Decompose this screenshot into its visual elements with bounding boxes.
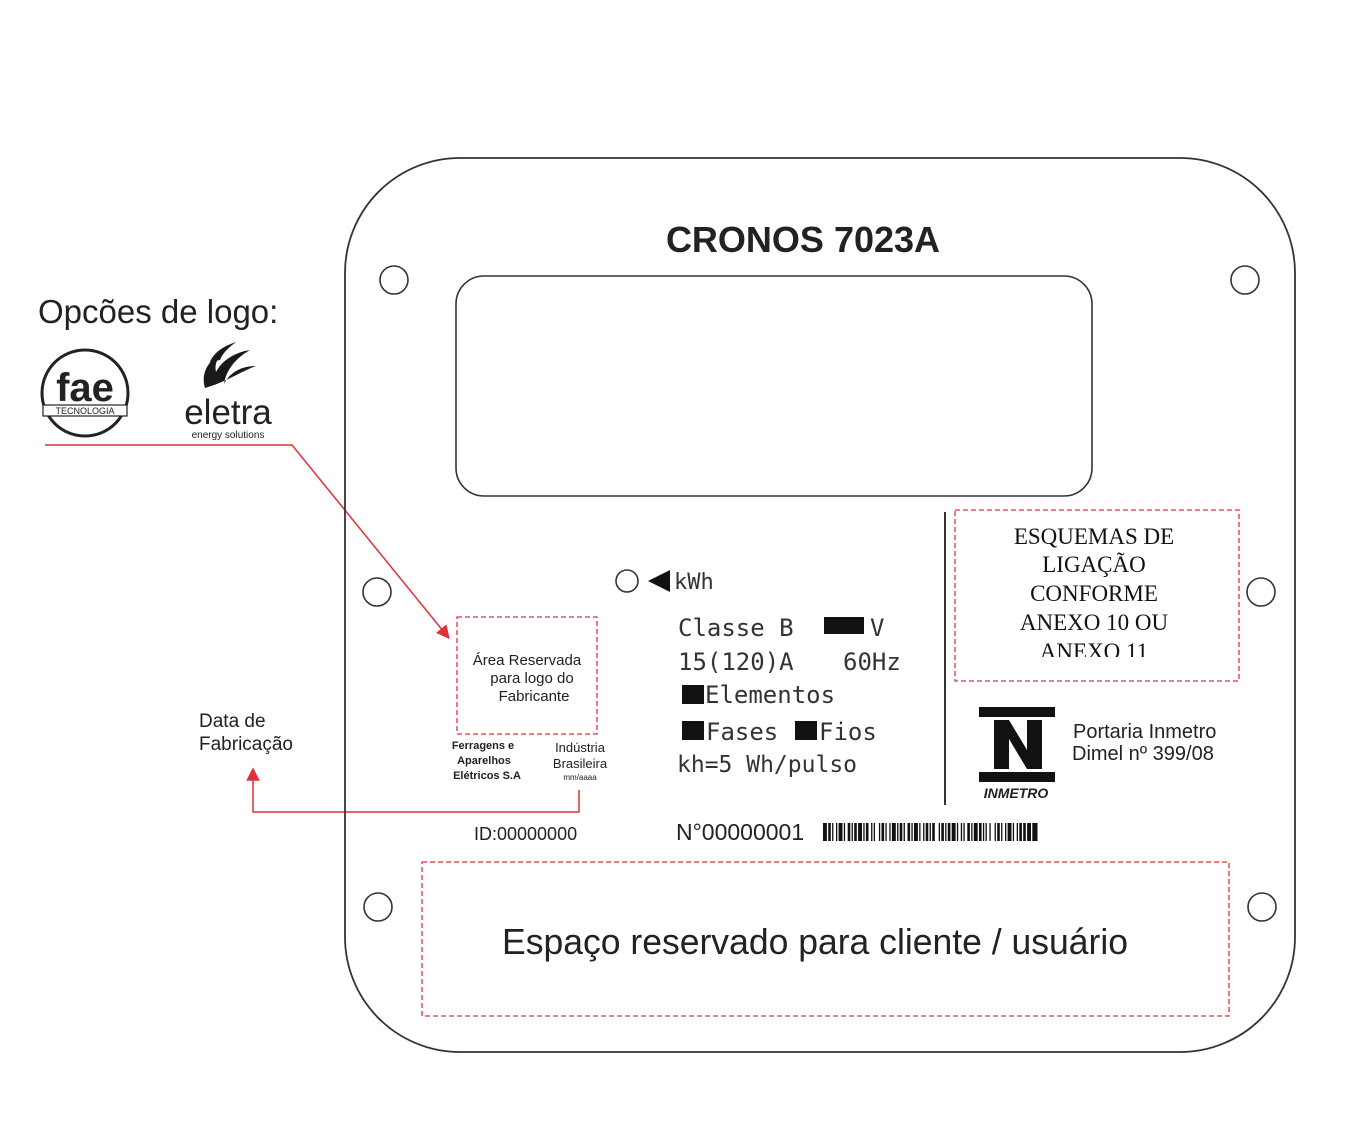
display-window xyxy=(455,275,1093,497)
fae-logo-text: fae xyxy=(56,366,114,410)
voltage-value-blank xyxy=(824,617,864,634)
meter-id-label: ID:00000000 xyxy=(474,824,577,844)
class-label: Classe B xyxy=(678,614,794,642)
current-rating: 15(120)A xyxy=(678,648,794,676)
inmetro-mark-text: INMETRO xyxy=(984,785,1049,801)
wires-count-blank xyxy=(795,721,817,740)
manufacture-date-label-line1: Data de xyxy=(199,711,266,732)
meter-body-outline xyxy=(344,157,1296,1053)
voltage-unit: V xyxy=(870,614,884,642)
meter-model-title: CRONOS 7023A xyxy=(666,219,940,260)
screw-hole-top-right xyxy=(1230,265,1260,295)
wires-label: Fios xyxy=(819,718,877,746)
screw-hole-bottom-right xyxy=(1247,892,1277,922)
manufacture-date-label-line2: Fabricação xyxy=(199,734,293,755)
schemes-line2: LIGAÇÃO xyxy=(1042,552,1146,577)
schemes-line3: CONFORME xyxy=(1030,581,1158,606)
pulse-led-icon xyxy=(615,569,639,593)
schemes-line4: ANEXO 10 OU xyxy=(1020,610,1169,635)
logo-area-line3: Fabricante xyxy=(499,688,570,705)
elements-label: Elementos xyxy=(705,681,835,709)
logo-area-line2: para logo do xyxy=(490,670,573,687)
pulse-arrow-icon xyxy=(648,570,670,592)
screw-hole-mid-right xyxy=(1246,577,1276,607)
company-line1: Ferragens e xyxy=(452,740,514,752)
company-line3: Elétricos S.A xyxy=(453,770,521,782)
eletra-logo: eletra energy solutions xyxy=(184,342,272,441)
inmetro-logo: INMETRO xyxy=(979,707,1055,801)
eletra-flame-icon xyxy=(203,350,256,388)
phases-count-blank xyxy=(682,721,704,740)
frequency: 60Hz xyxy=(843,648,901,676)
schemes-clip: ANEXO 11 xyxy=(1040,639,1148,664)
screw-hole-bottom-left xyxy=(363,892,393,922)
customer-reserved-area xyxy=(421,861,1230,1017)
eletra-logo-subtext: energy solutions xyxy=(192,430,265,441)
connection-schemes-box xyxy=(954,509,1240,682)
logo-area-line1: Área Reservada xyxy=(473,652,582,669)
company-line2: Aparelhos xyxy=(457,755,511,767)
origin-date-format: mm/aaaa xyxy=(563,773,597,782)
manufacture-date-arrow xyxy=(246,767,580,813)
portaria-line2: Dimel nº 399/08 xyxy=(1072,743,1214,765)
logo-annotation-arrow xyxy=(45,444,450,640)
schemes-line5: ANEXO 11 xyxy=(1040,639,1148,664)
origin-line2: Brasileira xyxy=(553,756,608,771)
schemes-line1: ESQUEMAS DE xyxy=(1014,524,1174,549)
barcode xyxy=(823,823,1038,841)
phases-label: Fases xyxy=(706,718,778,746)
portaria-line1: Portaria Inmetro xyxy=(1073,721,1216,743)
logo-options-label: Opcões de logo: xyxy=(38,293,278,330)
origin-line1: Indústria xyxy=(555,740,606,755)
elements-count-blank xyxy=(682,685,704,704)
screw-hole-top-left xyxy=(379,265,409,295)
eletra-logo-text: eletra xyxy=(184,393,272,432)
customer-space-label: Espaço reservado para cliente / usuário xyxy=(502,921,1128,962)
kwh-label: kWh xyxy=(674,570,714,595)
screw-hole-mid-left xyxy=(362,577,392,607)
serial-number: N°00000001 xyxy=(676,819,804,845)
fae-logo-subtext: TECNOLOGIA xyxy=(55,406,114,416)
kh-constant: kh=5 Wh/pulso xyxy=(677,752,857,778)
fae-logo: fae TECNOLOGIA xyxy=(40,348,130,438)
